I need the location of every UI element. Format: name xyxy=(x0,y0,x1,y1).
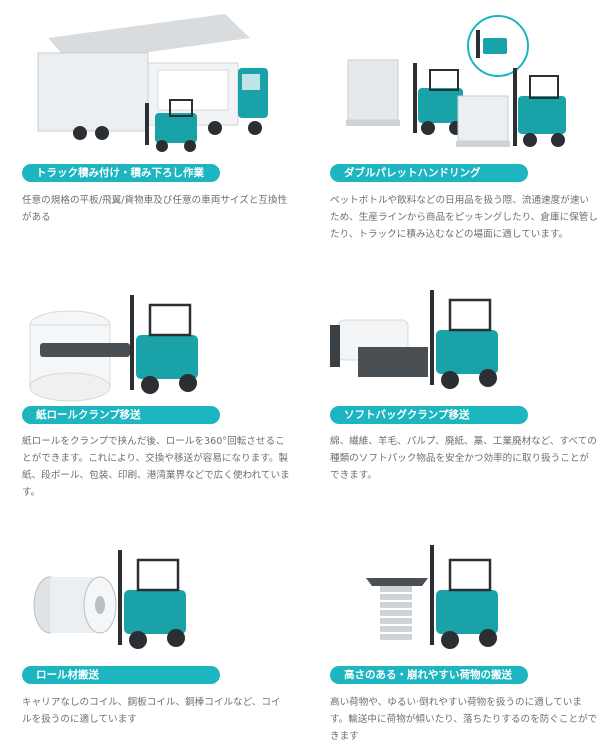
card-description: 高い荷物や、ゆるい·倒れやすい荷物を扱うのに適しています。輸送中に荷物が傾いたり… xyxy=(330,697,598,742)
card-title: 紙ロールクランプ移送 xyxy=(22,406,220,424)
card-title: トラック積み付け・積み下ろし作業 xyxy=(22,164,220,182)
card-description: 紙ロールをクランプで挟んだ後、ロールを360°回転させることができます。これによ… xyxy=(22,436,290,498)
double-pallet-image xyxy=(346,15,566,147)
coil-transport-image xyxy=(33,550,186,649)
truck-loading-image xyxy=(37,14,268,152)
card-description: 綿、繊維、羊毛、パルプ、廃紙、藁、工業廃材など、すべての種類のソフトパック物品を… xyxy=(330,436,597,481)
paper-roll-clamp-image xyxy=(29,295,198,402)
card-title: ロール材搬送 xyxy=(22,666,220,684)
card-description: ペットボトルや飲料などの日用品を扱う際、流通速度が速いため、生産ラインから商品を… xyxy=(330,195,598,240)
soft-bag-clamp-image xyxy=(330,290,498,389)
card-description: 任意の規格の平板/飛翼/貨物車及び任意の車両サイズと互換性がある xyxy=(22,195,288,223)
card-title: ソフトバッグクランプ移送 xyxy=(330,406,528,424)
card-title: ダブルパレットハンドリング xyxy=(330,164,528,182)
card-description: キャリアなしのコイル、銅板コイル、銅棒コイルなど、コイルを扱うのに適しています xyxy=(22,697,281,725)
card-title: 高さのある・崩れやすい荷物の搬送 xyxy=(330,666,528,684)
tall-load-image xyxy=(366,545,498,649)
